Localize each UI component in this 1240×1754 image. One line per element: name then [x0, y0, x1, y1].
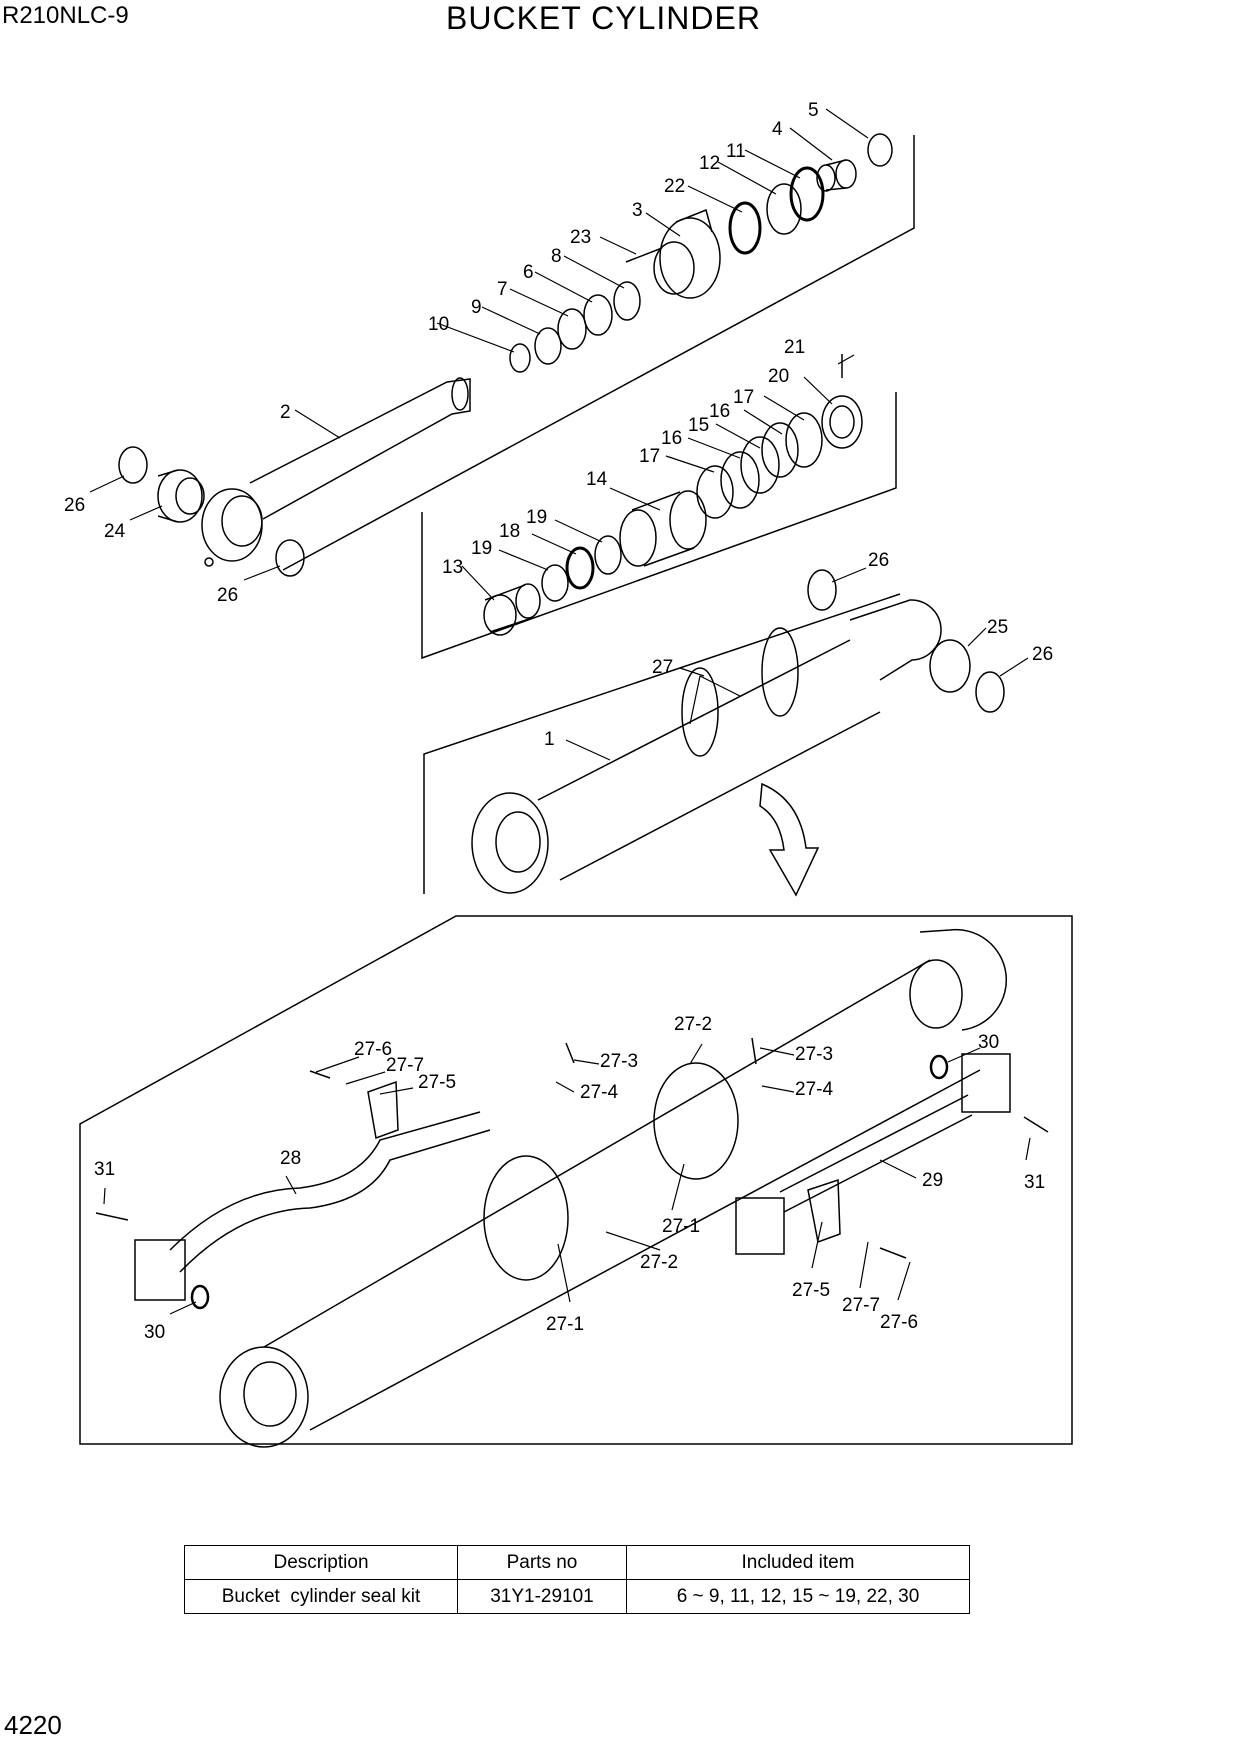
- callout-26: 26: [64, 495, 85, 516]
- callout-27-5: 27-5: [418, 1072, 456, 1093]
- callout-9: 9: [471, 297, 482, 318]
- callout-27-4: 27-4: [580, 1082, 618, 1103]
- callout-27-3: 27-3: [795, 1044, 833, 1065]
- callout-19: 19: [526, 507, 547, 528]
- callout-16: 16: [661, 428, 682, 449]
- callout-27-6: 27-6: [354, 1039, 392, 1060]
- callout-10: 10: [428, 314, 449, 335]
- callout-20: 20: [768, 366, 789, 387]
- detail-panel-outline: [79, 915, 1073, 1445]
- callout-17: 17: [733, 387, 754, 408]
- callout-29: 29: [922, 1170, 943, 1191]
- callout-27-3: 27-3: [600, 1051, 638, 1072]
- transition-arrow: [759, 782, 820, 897]
- model-number: R210NLC-9: [2, 2, 129, 29]
- cylinder-head: [659, 217, 721, 299]
- piston: [619, 509, 657, 567]
- callout-30: 30: [144, 1322, 165, 1343]
- rod-panel-outline: [282, 135, 915, 571]
- column-header-included-item: Included item: [626, 1545, 970, 1580]
- callout-27-7: 27-7: [386, 1055, 424, 1076]
- pipe-29: [779, 1094, 973, 1213]
- callout-27-1: 27-1: [546, 1314, 584, 1335]
- callout-17: 17: [639, 446, 660, 467]
- callout-3: 3: [632, 200, 643, 221]
- callout-7: 7: [497, 279, 508, 300]
- table-header-row: Description Parts no Included item: [184, 1545, 970, 1580]
- callout-25: 25: [987, 617, 1008, 638]
- callout-23: 23: [570, 227, 591, 248]
- callout-27-4: 27-4: [795, 1079, 833, 1100]
- callout-12: 12: [699, 153, 720, 174]
- callout-26: 26: [1032, 644, 1053, 665]
- callout-24: 24: [104, 521, 126, 542]
- callout-28: 28: [280, 1148, 301, 1169]
- callout-21: 21: [784, 337, 805, 358]
- callout-13: 13: [442, 557, 463, 578]
- callout-27-2: 27-2: [640, 1252, 678, 1273]
- callout-8: 8: [551, 246, 562, 267]
- callout-4: 4: [772, 119, 783, 140]
- callout-labels: 5 4 11 12 22 3 23 8 6 7 9 10 2 21 20 17 …: [64, 100, 1053, 1343]
- callout-27-6: 27-6: [880, 1312, 918, 1333]
- callout-11: 11: [726, 141, 746, 162]
- callout-6: 6: [523, 262, 534, 283]
- column-header-description: Description: [184, 1545, 458, 1580]
- callout-26: 26: [868, 550, 889, 571]
- detail-tube-flange: [219, 1346, 309, 1448]
- page-number: 4220: [4, 1710, 62, 1740]
- callout-19: 19: [471, 538, 492, 559]
- callout-30: 30: [978, 1032, 999, 1053]
- page-title: BUCKET CYLINDER: [446, 0, 761, 36]
- callout-26: 26: [217, 585, 238, 606]
- kit-parts-no: 31Y1-29101: [457, 1579, 627, 1614]
- callout-31: 31: [1024, 1172, 1045, 1193]
- pipe-28: [169, 1111, 481, 1251]
- callout-22: 22: [664, 176, 685, 197]
- callout-31: 31: [94, 1159, 115, 1180]
- kit-included-items: 6 ~ 9, 11, 12, 15 ~ 19, 22, 30: [626, 1579, 970, 1614]
- callout-16: 16: [709, 401, 730, 422]
- callout-15: 15: [688, 415, 709, 436]
- callout-27-5: 27-5: [792, 1280, 830, 1301]
- column-header-parts-no: Parts no: [457, 1545, 627, 1580]
- table-row: Bucket cylinder seal kit 31Y1-29101 6 ~ …: [184, 1579, 970, 1614]
- tube-panel-outline: [423, 593, 901, 894]
- callout-14: 14: [586, 469, 608, 490]
- piston-rod: [249, 378, 471, 520]
- callout-27-7: 27-7: [842, 1295, 880, 1316]
- tube-flange: [471, 792, 549, 894]
- seal-kit-table: Description Parts no Included item Bucke…: [184, 1545, 970, 1614]
- callout-27: 27: [652, 657, 673, 678]
- callout-18: 18: [499, 521, 520, 542]
- callout-1: 1: [544, 729, 555, 750]
- callout-2: 2: [280, 402, 291, 423]
- piston-panel-outline: [421, 392, 897, 660]
- callout-27-1: 27-1: [662, 1216, 700, 1237]
- callout-27-2: 27-2: [674, 1014, 712, 1035]
- kit-description: Bucket cylinder seal kit: [184, 1579, 458, 1614]
- callout-5: 5: [808, 100, 819, 121]
